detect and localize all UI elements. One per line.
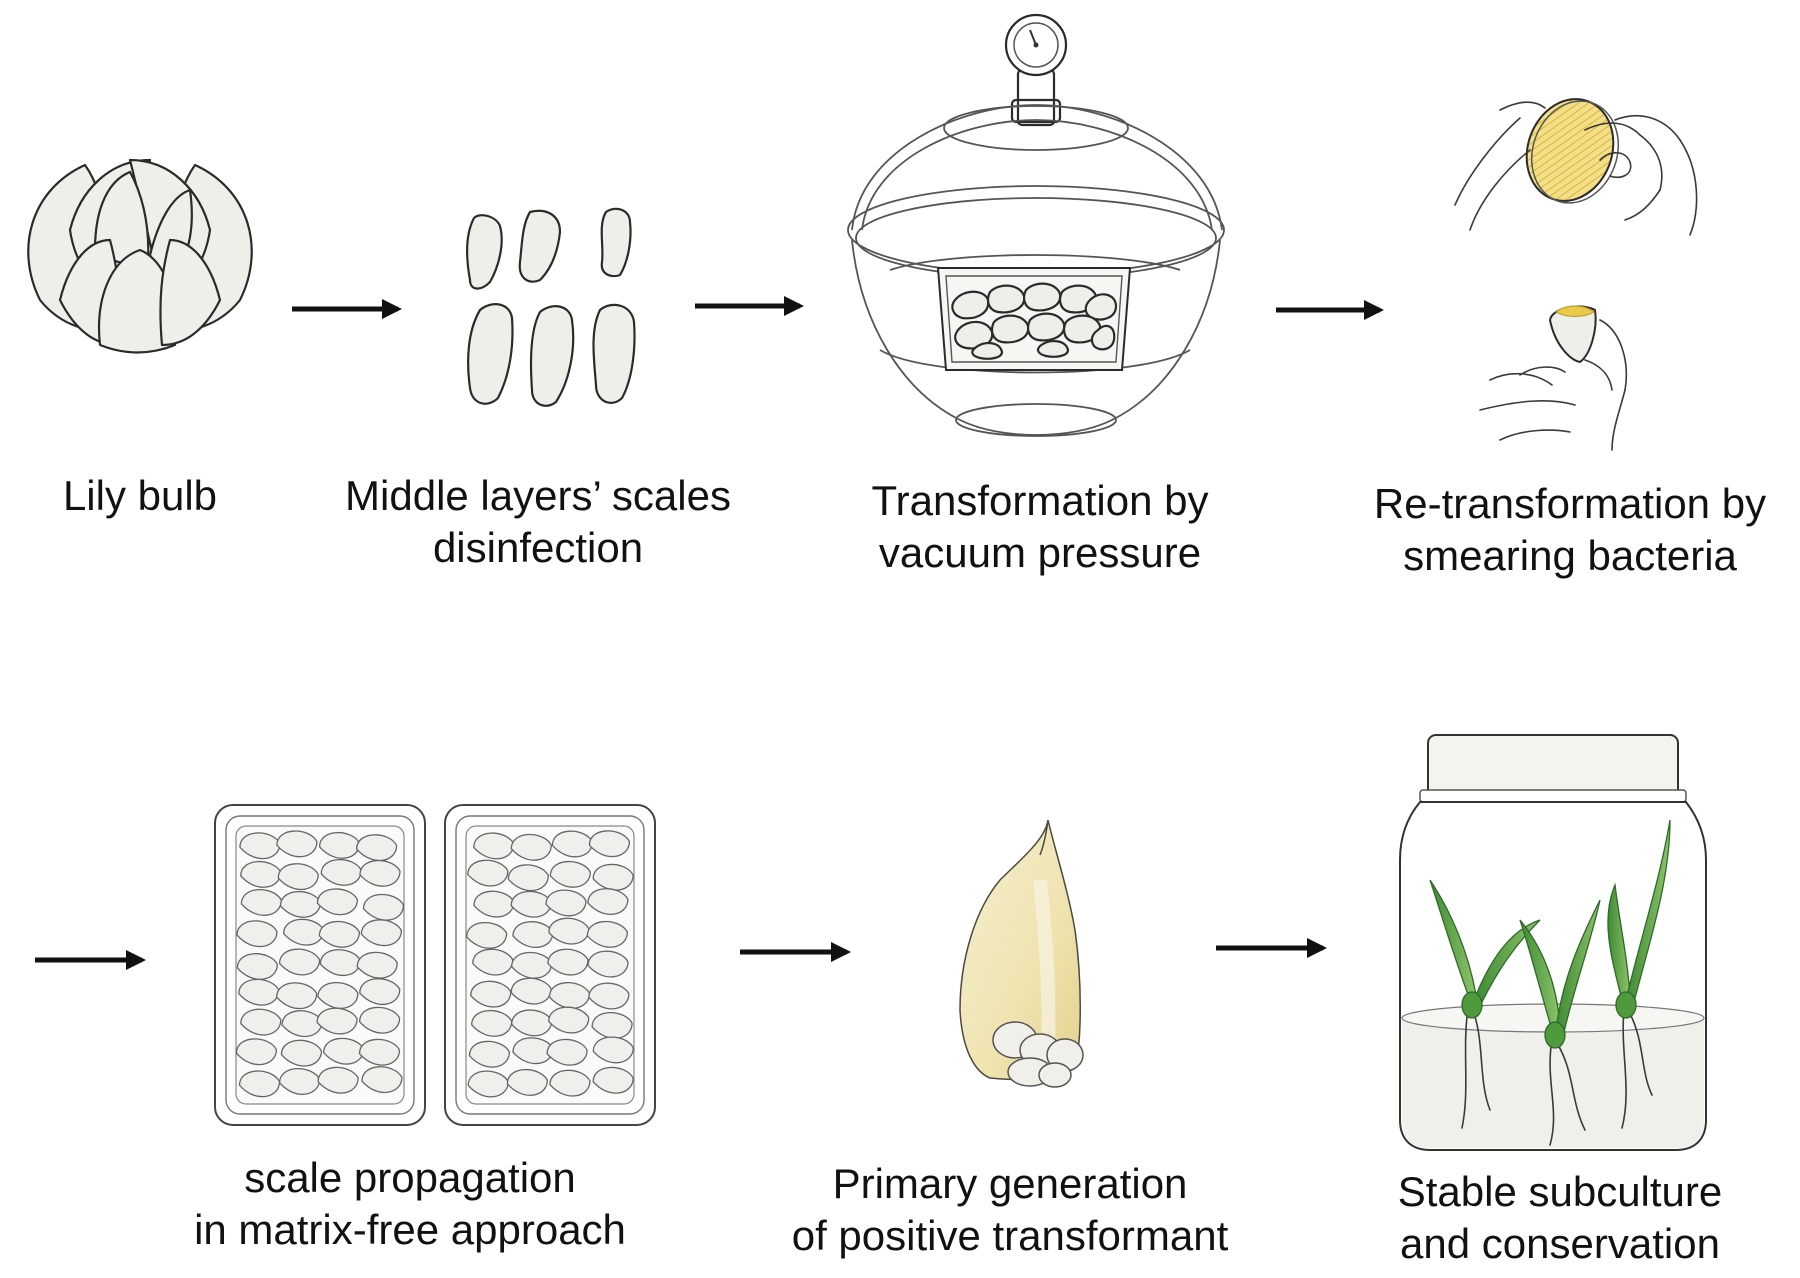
tray-scale: [356, 951, 398, 979]
transformant-scale-illustration: [959, 819, 1084, 1088]
step-label-lily-bulb: Lily bulb: [40, 470, 240, 522]
culture-jar-illustration: [1399, 734, 1707, 1151]
tray-scale: [236, 953, 279, 981]
tray-scale: [236, 920, 278, 948]
step-label-line: and conservation: [1400, 1220, 1720, 1267]
tray-scale: [275, 982, 318, 1010]
step-label-primary-transformant: Primary generation of positive transform…: [750, 1158, 1270, 1262]
plantlet-icon: [1429, 879, 1541, 1019]
tray-scale: [358, 1006, 401, 1034]
tray-scale: [361, 1066, 403, 1094]
tray-scale: [235, 1038, 278, 1066]
tray-scale: [317, 982, 359, 1009]
step-label-smearing-bacteria: Re-transformation by smearing bacteria: [1350, 478, 1790, 582]
tray-scale: [510, 977, 552, 1005]
tray-scale: [276, 830, 318, 858]
step-label-line: in matrix-free approach: [194, 1206, 626, 1253]
tray-scale: [506, 1068, 549, 1096]
plantlet-icon: [1519, 899, 1601, 1049]
propagation-trays-illustration: [214, 804, 656, 1126]
step-label-stable-subculture: Stable subculture and conservation: [1350, 1166, 1770, 1270]
tray-scale: [587, 888, 629, 916]
vacuum-desiccator-illustration: [847, 13, 1225, 437]
tray-scale: [278, 948, 321, 976]
tray-scale: [588, 830, 631, 858]
step-label-line: Transformation by: [871, 477, 1209, 524]
tray-scale: [547, 948, 589, 976]
step-label-line: Primary generation: [832, 1160, 1188, 1207]
tray-scale: [316, 1007, 358, 1035]
tray-scale: [362, 893, 405, 921]
step-label-line: disinfection: [432, 524, 644, 571]
tray-scale: [318, 920, 361, 948]
tray-scale: [546, 1038, 588, 1066]
step-label-line: Lily bulb: [62, 472, 218, 519]
tray-scale: [548, 1006, 590, 1034]
step-label-line: scale propagation: [244, 1154, 576, 1201]
smearing-hands-illustration: [1454, 98, 1698, 451]
tray-scale: [587, 950, 629, 978]
tray-scale: [355, 834, 398, 862]
tray-scale: [592, 1066, 634, 1094]
tray-scale: [507, 864, 549, 892]
step-label-line: vacuum pressure: [878, 529, 1202, 576]
bulblet-cluster-icon: [992, 1021, 1084, 1088]
tray-scales: [951, 282, 1118, 360]
tray-scale: [545, 889, 587, 917]
tray-scale: [586, 920, 629, 948]
tray-scale: [359, 978, 401, 1006]
step-label-scales-disinfection: Middle layers’ scales disinfection: [318, 470, 758, 574]
tray-scales-right: [465, 830, 634, 1098]
tray-scales-left: [235, 830, 405, 1098]
tray-scale: [317, 1066, 359, 1094]
smeared-scale-icon: [1548, 305, 1597, 364]
tray-scale: [467, 859, 509, 887]
step-label-line: smearing bacteria: [1403, 532, 1737, 579]
scales-illustration: [465, 207, 636, 407]
step-label-line: Middle layers’ scales: [345, 472, 731, 519]
plantlet-icon: [1607, 819, 1671, 1019]
step-label-line: Stable subculture: [1397, 1168, 1723, 1215]
step-label-vacuum-transformation: Transformation by vacuum pressure: [830, 475, 1250, 579]
tray-scale: [510, 833, 552, 861]
tray-scale: [360, 919, 403, 947]
tray-scale: [316, 888, 359, 916]
tray-scale: [358, 1038, 401, 1066]
tray-scale: [468, 1040, 511, 1068]
tray-scale: [549, 1069, 591, 1097]
tray-scale: [592, 1036, 634, 1064]
tray-scale: [549, 860, 591, 888]
lily-bulb-illustration: [27, 158, 253, 354]
tray-scale: [277, 863, 319, 891]
step-label-line: Re-transformation by: [1373, 480, 1767, 527]
tray-scale: [588, 982, 630, 1010]
scale-disc-icon: [1525, 98, 1620, 204]
tray-scale: [240, 1008, 282, 1036]
tray-scale: [465, 921, 508, 949]
tray-scale: [280, 1039, 323, 1067]
tray-scale: [359, 859, 401, 887]
step-label-line: of positive transformant: [791, 1212, 1229, 1259]
step-label-scale-propagation: scale propagation in matrix-free approac…: [160, 1152, 660, 1256]
